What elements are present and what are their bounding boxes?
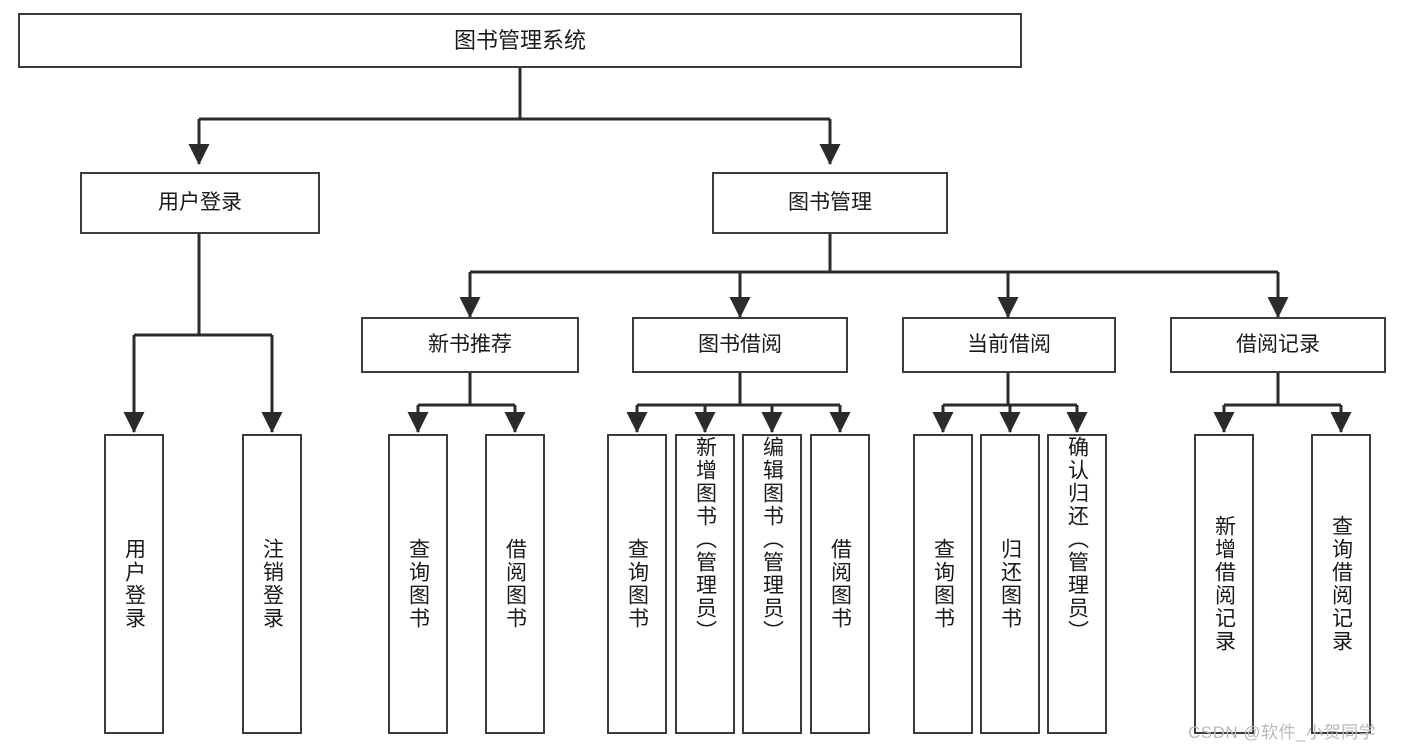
- node-leaf-query-record[interactable]: 查询借阅记录: [1311, 434, 1371, 734]
- node-leaf-confirm-return-label: 确认归还（管理员）: [1065, 436, 1089, 643]
- node-leaf-query-book-1[interactable]: 查询图书: [388, 434, 448, 734]
- node-book-borrow[interactable]: 图书借阅: [632, 317, 848, 373]
- node-leaf-add-record[interactable]: 新增借阅记录: [1194, 434, 1254, 734]
- node-leaf-add-record-label: 新增借阅记录: [1212, 515, 1236, 653]
- node-leaf-borrow-book-1[interactable]: 借阅图书: [485, 434, 545, 734]
- node-new-book-rec[interactable]: 新书推荐: [361, 317, 579, 373]
- node-leaf-user-login[interactable]: 用户登录: [104, 434, 164, 734]
- csdn-watermark: CSDN @软件_小贺同学: [1188, 723, 1377, 742]
- node-leaf-add-book-label: 新增图书（管理员）: [693, 436, 717, 643]
- node-leaf-logout-label: 注销登录: [260, 538, 284, 630]
- node-leaf-return-book-label: 归还图书: [998, 538, 1022, 630]
- node-user-login[interactable]: 用户登录: [80, 172, 320, 234]
- node-leaf-logout[interactable]: 注销登录: [242, 434, 302, 734]
- node-leaf-borrow-book-1-label: 借阅图书: [503, 538, 527, 630]
- node-leaf-add-book[interactable]: 新增图书（管理员）: [675, 434, 735, 734]
- node-leaf-query-book-3[interactable]: 查询图书: [913, 434, 973, 734]
- node-book-borrow-label: 图书借阅: [698, 332, 782, 356]
- node-user-login-label: 用户登录: [158, 190, 242, 214]
- node-root[interactable]: 图书管理系统: [18, 13, 1022, 68]
- node-new-book-rec-label: 新书推荐: [428, 332, 512, 356]
- node-leaf-return-book[interactable]: 归还图书: [980, 434, 1040, 734]
- node-leaf-query-record-label: 查询借阅记录: [1329, 515, 1353, 653]
- node-leaf-query-book-3-label: 查询图书: [931, 538, 955, 630]
- node-leaf-borrow-book-2-label: 借阅图书: [828, 538, 852, 630]
- node-current-borrow[interactable]: 当前借阅: [902, 317, 1116, 373]
- node-book-manage[interactable]: 图书管理: [712, 172, 948, 234]
- node-borrow-record-label: 借阅记录: [1236, 332, 1320, 356]
- node-leaf-edit-book-label: 编辑图书（管理员）: [760, 436, 784, 643]
- node-leaf-edit-book[interactable]: 编辑图书（管理员）: [742, 434, 802, 734]
- node-leaf-confirm-return[interactable]: 确认归还（管理员）: [1047, 434, 1107, 734]
- node-leaf-query-book-1-label: 查询图书: [406, 538, 430, 630]
- node-borrow-record[interactable]: 借阅记录: [1170, 317, 1386, 373]
- node-leaf-query-book-2-label: 查询图书: [625, 538, 649, 630]
- node-book-manage-label: 图书管理: [788, 190, 872, 214]
- node-current-borrow-label: 当前借阅: [967, 332, 1051, 356]
- node-leaf-borrow-book-2[interactable]: 借阅图书: [810, 434, 870, 734]
- node-root-label: 图书管理系统: [453, 27, 586, 53]
- node-leaf-query-book-2[interactable]: 查询图书: [607, 434, 667, 734]
- node-leaf-user-login-label: 用户登录: [122, 538, 146, 630]
